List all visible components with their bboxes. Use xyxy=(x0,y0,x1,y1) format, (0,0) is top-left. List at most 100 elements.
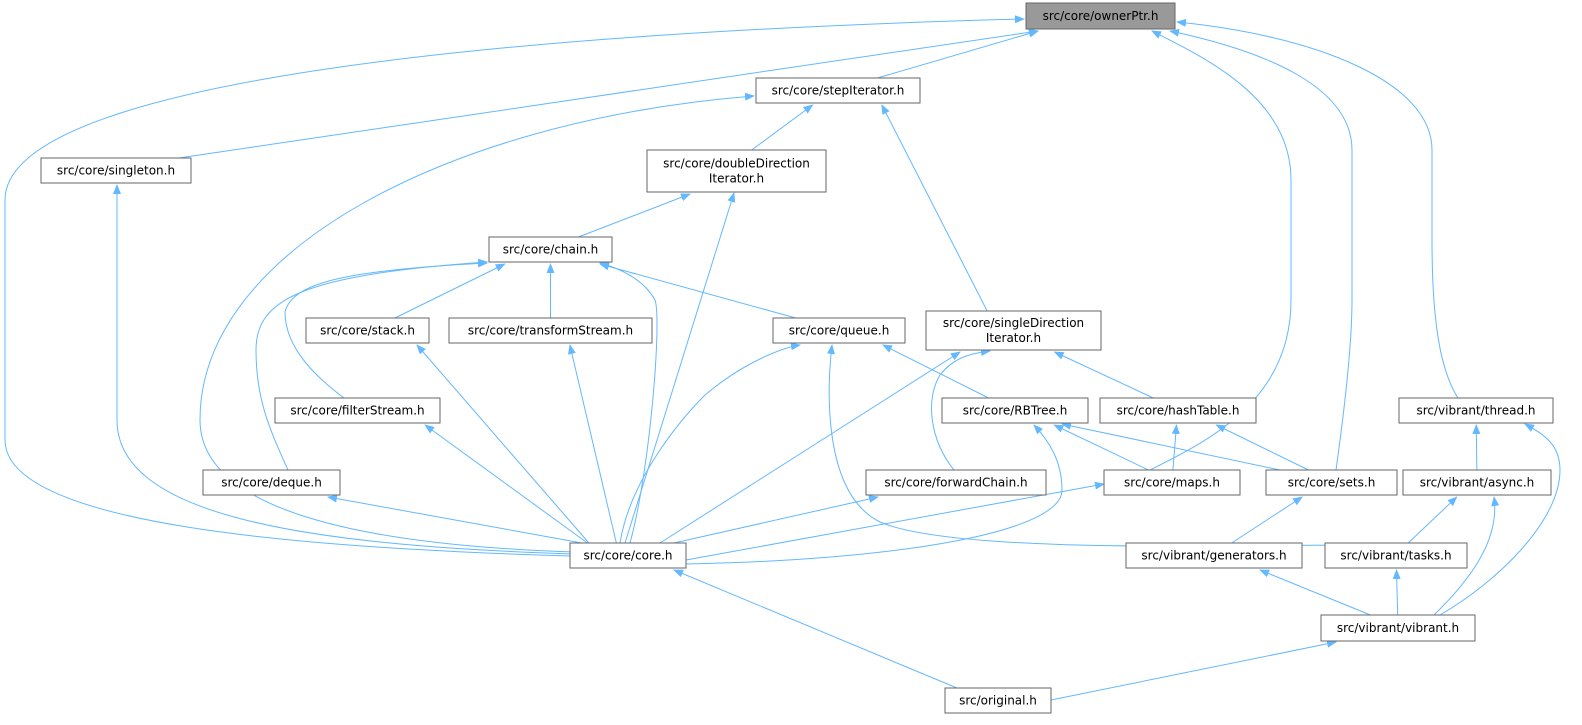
edge-core-to-stepIterator xyxy=(199,92,755,553)
node-box xyxy=(1324,542,1468,569)
node-box xyxy=(274,397,441,424)
node-label: Iterator.h xyxy=(986,331,1041,345)
nodes-layer: src/core/ownerPtr.h src/core/stepIterator… xyxy=(40,2,1554,714)
edge-maps-to-RBTree xyxy=(1053,424,1149,471)
edge-stepIterator-to-ownerPtr xyxy=(877,29,1039,79)
edge-original-to-core xyxy=(673,569,958,689)
node-stepIterator[interactable]: src/core/stepIterator.h xyxy=(755,77,921,104)
node-async[interactable]: src/vibrant/async.h xyxy=(1402,469,1552,496)
node-box xyxy=(305,317,430,344)
edge-stack-to-chain xyxy=(394,263,506,319)
node-box xyxy=(944,687,1052,714)
edge-core-to-RBTree xyxy=(685,424,1063,565)
node-box xyxy=(448,317,653,344)
node-generators[interactable]: src/vibrant/generators.h xyxy=(1125,542,1303,569)
edge-tasks-to-async xyxy=(1407,496,1458,544)
node-hashTable[interactable]: src/core/hashTable.h xyxy=(1099,397,1257,424)
node-label: src/core/RBTree.h xyxy=(963,404,1068,418)
node-label: src/core/doubleDirection xyxy=(663,157,810,171)
node-stack[interactable]: src/core/stack.h xyxy=(305,317,430,344)
node-vibrant[interactable]: src/vibrant/vibrant.h xyxy=(1320,614,1476,642)
node-label: src/core/stepIterator.h xyxy=(772,84,905,98)
node-queue[interactable]: src/core/queue.h xyxy=(772,317,906,344)
node-box xyxy=(772,317,906,344)
node-label: src/core/stack.h xyxy=(320,324,415,338)
node-box xyxy=(646,149,827,193)
node-box xyxy=(1402,469,1552,496)
node-box xyxy=(1125,542,1303,569)
node-label: src/core/singleton.h xyxy=(57,164,175,178)
edge-core-to-maps xyxy=(685,481,1105,561)
edge-core-to-doubleDirection xyxy=(624,192,736,544)
edge-filterStream-to-chain xyxy=(284,259,488,399)
edge-sets-to-ownerPtr xyxy=(1169,28,1353,471)
edge-core-to-filterStream xyxy=(424,424,588,544)
node-original[interactable]: src/original.h xyxy=(944,687,1052,714)
node-RBTree[interactable]: src/core/RBTree.h xyxy=(941,397,1089,424)
edge-core-to-ownerPtr xyxy=(4,15,1025,557)
edge-thread-to-ownerPtr xyxy=(1176,18,1459,399)
node-forwardChain[interactable]: src/core/forwardChain.h xyxy=(865,469,1047,496)
edge-original-to-vibrant xyxy=(1050,639,1337,701)
node-box xyxy=(1398,397,1554,424)
node-box xyxy=(1320,614,1476,642)
node-box xyxy=(865,469,1047,496)
edge-forwardChain-to-singleDirection xyxy=(931,348,991,471)
node-box xyxy=(488,236,613,263)
node-thread[interactable]: src/vibrant/thread.h xyxy=(1398,397,1554,424)
node-core[interactable]: src/core/core.h xyxy=(569,542,687,569)
node-deque[interactable]: src/core/deque.h xyxy=(202,469,341,496)
edge-core-to-singleDirection xyxy=(659,351,961,544)
edge-vibrant-to-generators xyxy=(1259,569,1371,616)
node-label: src/core/transformStream.h xyxy=(468,324,633,338)
node-box xyxy=(569,542,687,569)
node-label: src/core/sets.h xyxy=(1288,476,1376,490)
edge-hashTable-to-singleDirection xyxy=(1053,351,1154,399)
node-box xyxy=(1099,397,1257,424)
node-transformStream[interactable]: src/core/transformStream.h xyxy=(448,317,653,344)
edge-async-to-thread xyxy=(1472,424,1481,471)
node-box xyxy=(1265,469,1398,496)
edge-singleDirection-to-stepIterator xyxy=(881,104,988,312)
node-label: Iterator.h xyxy=(709,172,764,186)
edges-layer xyxy=(4,15,1561,701)
edge-maps-to-hashTable xyxy=(1171,424,1180,471)
edge-core-to-deque xyxy=(327,494,583,544)
node-label: src/vibrant/async.h xyxy=(1420,476,1535,490)
node-label: src/core/filterStream.h xyxy=(290,404,424,418)
edge-maps-to-ownerPtr xyxy=(1149,30,1292,471)
edge-sets-to-hashTable xyxy=(1215,424,1309,471)
node-box xyxy=(1103,469,1241,496)
edge-chain-to-doubleDirection xyxy=(578,193,691,238)
node-box xyxy=(925,310,1102,351)
edge-core-to-chain xyxy=(599,261,658,544)
node-sets[interactable]: src/core/sets.h xyxy=(1265,469,1398,496)
node-label: src/core/maps.h xyxy=(1124,476,1220,490)
node-label: src/core/core.h xyxy=(583,549,672,563)
node-box xyxy=(755,77,921,104)
node-singleton[interactable]: src/core/singleton.h xyxy=(40,157,192,184)
node-filterStream[interactable]: src/core/filterStream.h xyxy=(274,397,441,424)
node-label: src/core/chain.h xyxy=(503,243,599,257)
edge-vibrant-to-tasks xyxy=(1392,569,1401,616)
edge-vibrant-to-async xyxy=(1433,496,1500,616)
edge-tasks-to-queue xyxy=(827,344,1338,547)
edge-singleton-to-ownerPtr xyxy=(178,28,1039,159)
node-box xyxy=(941,397,1089,424)
node-label: src/original.h xyxy=(959,694,1037,708)
node-label: src/core/hashTable.h xyxy=(1117,404,1240,418)
node-maps[interactable]: src/core/maps.h xyxy=(1103,469,1241,496)
edge-core-to-stack xyxy=(416,344,590,544)
node-chain[interactable]: src/core/chain.h xyxy=(488,236,613,263)
edge-core-to-forwardChain xyxy=(673,495,879,544)
node-ownerPtr[interactable]: src/core/ownerPtr.h xyxy=(1025,2,1176,30)
edge-queue-to-chain xyxy=(599,262,796,319)
node-label: src/vibrant/generators.h xyxy=(1141,549,1286,563)
edge-core-to-queue xyxy=(619,342,801,544)
node-tasks[interactable]: src/vibrant/tasks.h xyxy=(1324,542,1468,569)
node-label: src/core/deque.h xyxy=(221,476,322,490)
node-label: src/core/ownerPtr.h xyxy=(1043,9,1159,23)
